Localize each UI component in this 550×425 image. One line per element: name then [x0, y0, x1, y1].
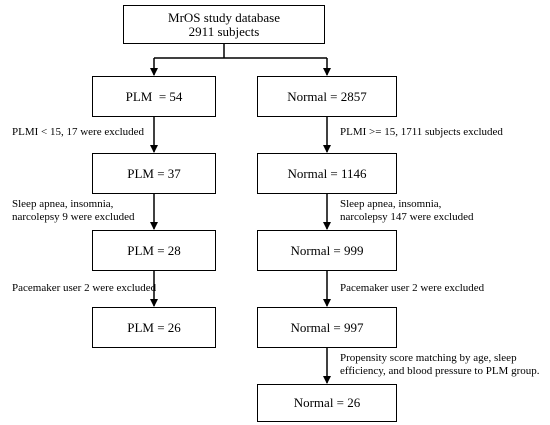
plm-26-box: PLM = 26: [92, 307, 216, 348]
normal-999-box: Normal = 999: [257, 230, 397, 271]
database-count: 2911 subjects: [188, 23, 260, 39]
plm-37-box: PLM = 37: [92, 153, 216, 194]
database-title: MrOS study database: [168, 9, 280, 25]
normal-999-label: Normal = 999: [290, 242, 364, 258]
normal-2857-label: Normal = 2857: [287, 88, 367, 104]
normal-997-label: Normal = 997: [290, 319, 364, 335]
plm-plmi-exclusion-note: PLMI < 15, 17 were excluded: [12, 126, 145, 138]
plm-pacemaker-exclusion-note: Pacemaker user 2 were excluded: [12, 282, 157, 294]
database-box: MrOS study database 2911 subjects: [123, 5, 325, 44]
normal-26-label: Normal = 26: [293, 395, 361, 410]
propensity-matching-note: Propensity score matching by age, sleep …: [340, 352, 540, 377]
normal-1146-box: Normal = 1146: [257, 153, 397, 194]
normal-2857-box: Normal = 2857: [257, 76, 397, 117]
plm-28-box: PLM = 28: [92, 230, 216, 271]
normal-1146-label: Normal = 1146: [287, 165, 367, 181]
plm-26-label: PLM = 26: [127, 319, 181, 335]
plm-54-box: PLM = 54: [92, 76, 216, 117]
normal-pacemaker-exclusion-note: Pacemaker user 2 were excluded: [340, 282, 485, 294]
plm-28-label: PLM = 28: [127, 242, 181, 258]
plm-sleep-exclusion-note: Sleep apnea, insomnia, narcolepsy 9 were…: [12, 198, 135, 223]
normal-sleep-exclusion-note: Sleep apnea, insomnia, narcolepsy 147 we…: [340, 198, 474, 223]
normal-26-box: Normal = 26: [257, 384, 397, 422]
normal-plmi-exclusion-note: PLMI >= 15, 1711 subjects excluded: [340, 126, 503, 138]
normal-997-box: Normal = 997: [257, 307, 397, 348]
plm-54-label: PLM = 54: [125, 88, 183, 104]
plm-37-label: PLM = 37: [127, 165, 181, 181]
